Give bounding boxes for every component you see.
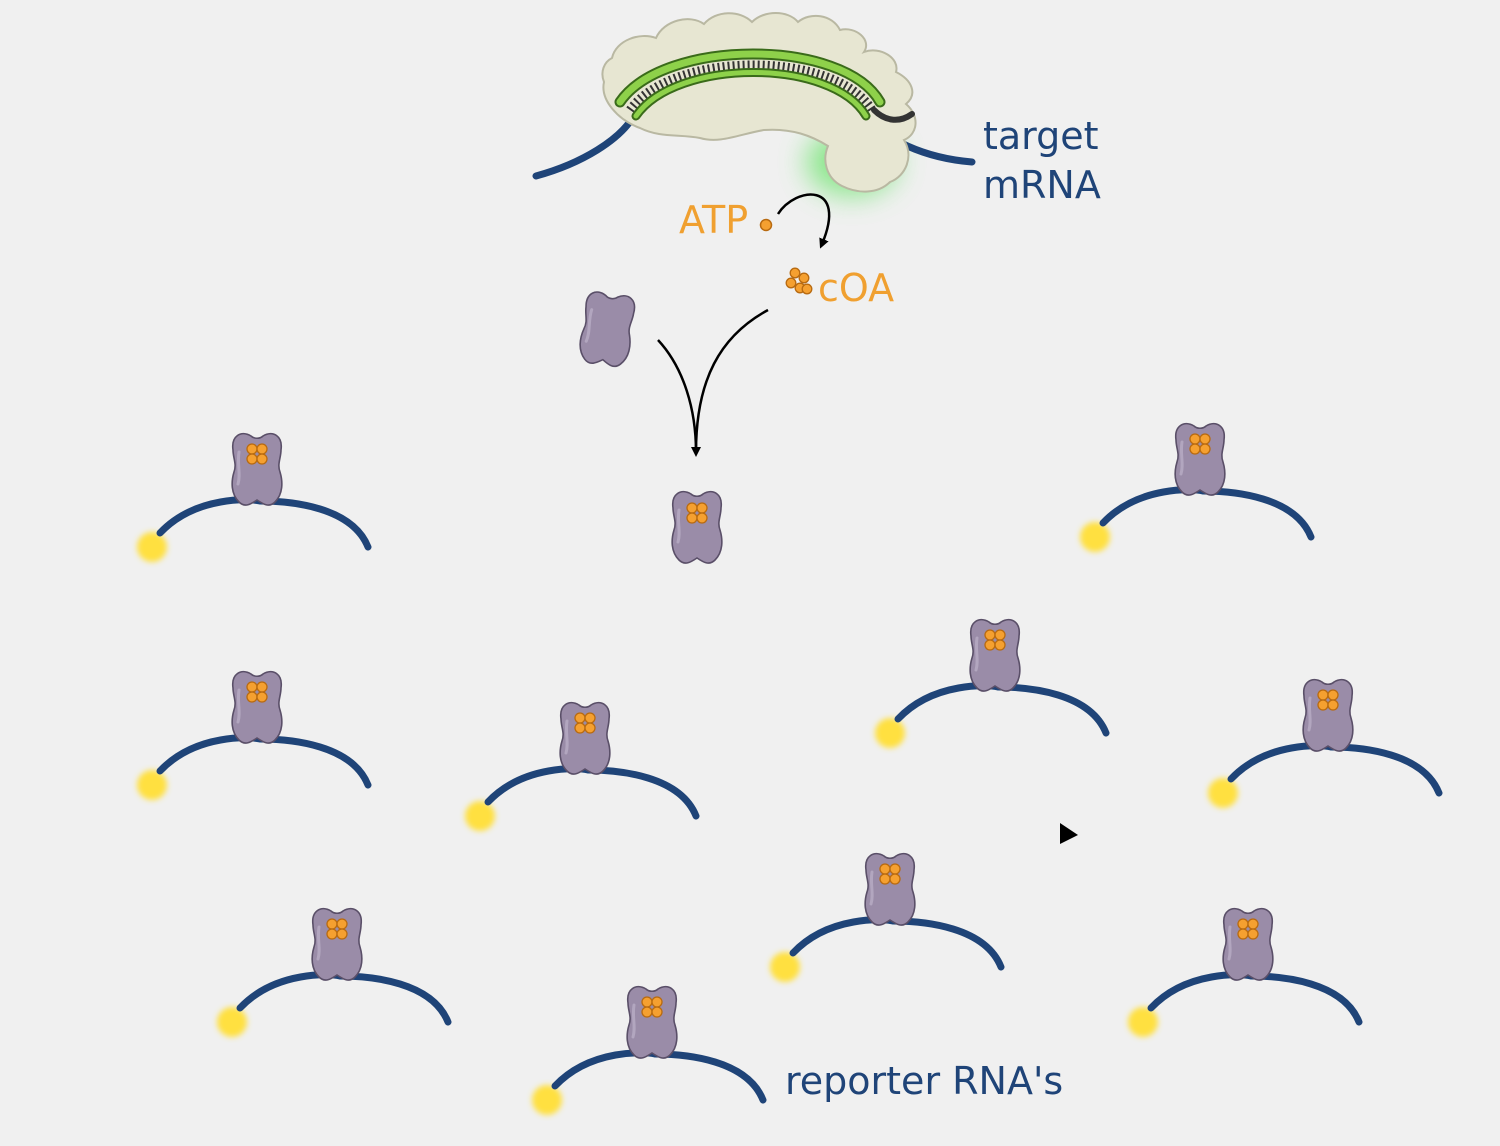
crrna-duplex-icon: [614, 48, 915, 123]
reporter-strand: [236, 971, 452, 1026]
reporter-strand: [1227, 742, 1443, 797]
activated-nuclease-icon: [558, 701, 612, 776]
reporter-rna: [1080, 422, 1315, 552]
atp-icon: [759, 218, 773, 232]
pointer-icon: [1060, 823, 1078, 844]
reporter-rna: [1208, 678, 1443, 808]
reporter-strand: [156, 734, 372, 789]
coa-icon: [785, 267, 813, 295]
fluorophore-icon: [137, 770, 167, 800]
activated-nuclease-icon: [1173, 422, 1227, 497]
reporter-rna: [137, 670, 372, 800]
reporter-strand: [156, 496, 372, 551]
reporter-rna: [465, 701, 700, 831]
fluorophore-icon: [1128, 1007, 1158, 1037]
activated-nuclease-icon: [670, 490, 724, 565]
atp-to-coa-reaction: ATP cOA: [679, 193, 894, 310]
fluorophore-icon: [465, 801, 495, 831]
activated-nuclease-icon: [1301, 678, 1355, 753]
fluorophore-icon: [875, 718, 905, 748]
fluorophore-icon: [217, 1007, 247, 1037]
activation-arrow-right: [691, 308, 769, 457]
activation-step: [576, 289, 769, 565]
target-label-line1: target: [983, 114, 1099, 158]
reporter-rna-group: [137, 422, 1443, 1115]
reporter-rna: [217, 907, 452, 1037]
activated-nuclease-icon: [625, 985, 679, 1060]
synthesis-arrow: [776, 193, 831, 249]
reporter-rna: [1128, 907, 1363, 1037]
fluorophore-icon: [1208, 778, 1238, 808]
reporter-strand: [789, 916, 1005, 971]
reporter-strand: [1099, 486, 1315, 541]
reporter-rna: [770, 852, 1005, 982]
reporter-strand: [1147, 971, 1363, 1026]
fluorophore-icon: [1080, 522, 1110, 552]
reporter-rna: [532, 985, 767, 1115]
reporter-strand: [551, 1049, 767, 1104]
reporter-strand: [894, 682, 1110, 737]
activated-nuclease-icon: [863, 852, 917, 927]
fluorophore-icon: [532, 1085, 562, 1115]
reporter-label: reporter RNA's: [785, 1059, 1063, 1103]
target-mrna-strand-left: [532, 108, 640, 180]
nuclease-icon: [576, 289, 639, 370]
activated-nuclease-icon: [230, 670, 284, 745]
activated-nuclease-icon: [230, 432, 284, 507]
reporter-rna: [875, 618, 1110, 748]
target-mrna-complex: target mRNA: [532, 12, 1101, 207]
fluorophore-icon: [137, 532, 167, 562]
target-label-line2: mRNA: [983, 163, 1101, 207]
atp-label: ATP: [679, 198, 748, 242]
cas-complex-icon: [601, 12, 917, 193]
reporter-rna: [137, 432, 372, 562]
activation-arrow-left: [657, 339, 698, 453]
activated-nuclease-icon: [1221, 907, 1275, 982]
fluorophore-icon: [770, 952, 800, 982]
activated-nuclease-icon: [310, 907, 364, 982]
reporter-strand: [484, 765, 700, 820]
activated-nuclease-icon: [968, 618, 1022, 693]
coa-label: cOA: [818, 266, 894, 310]
